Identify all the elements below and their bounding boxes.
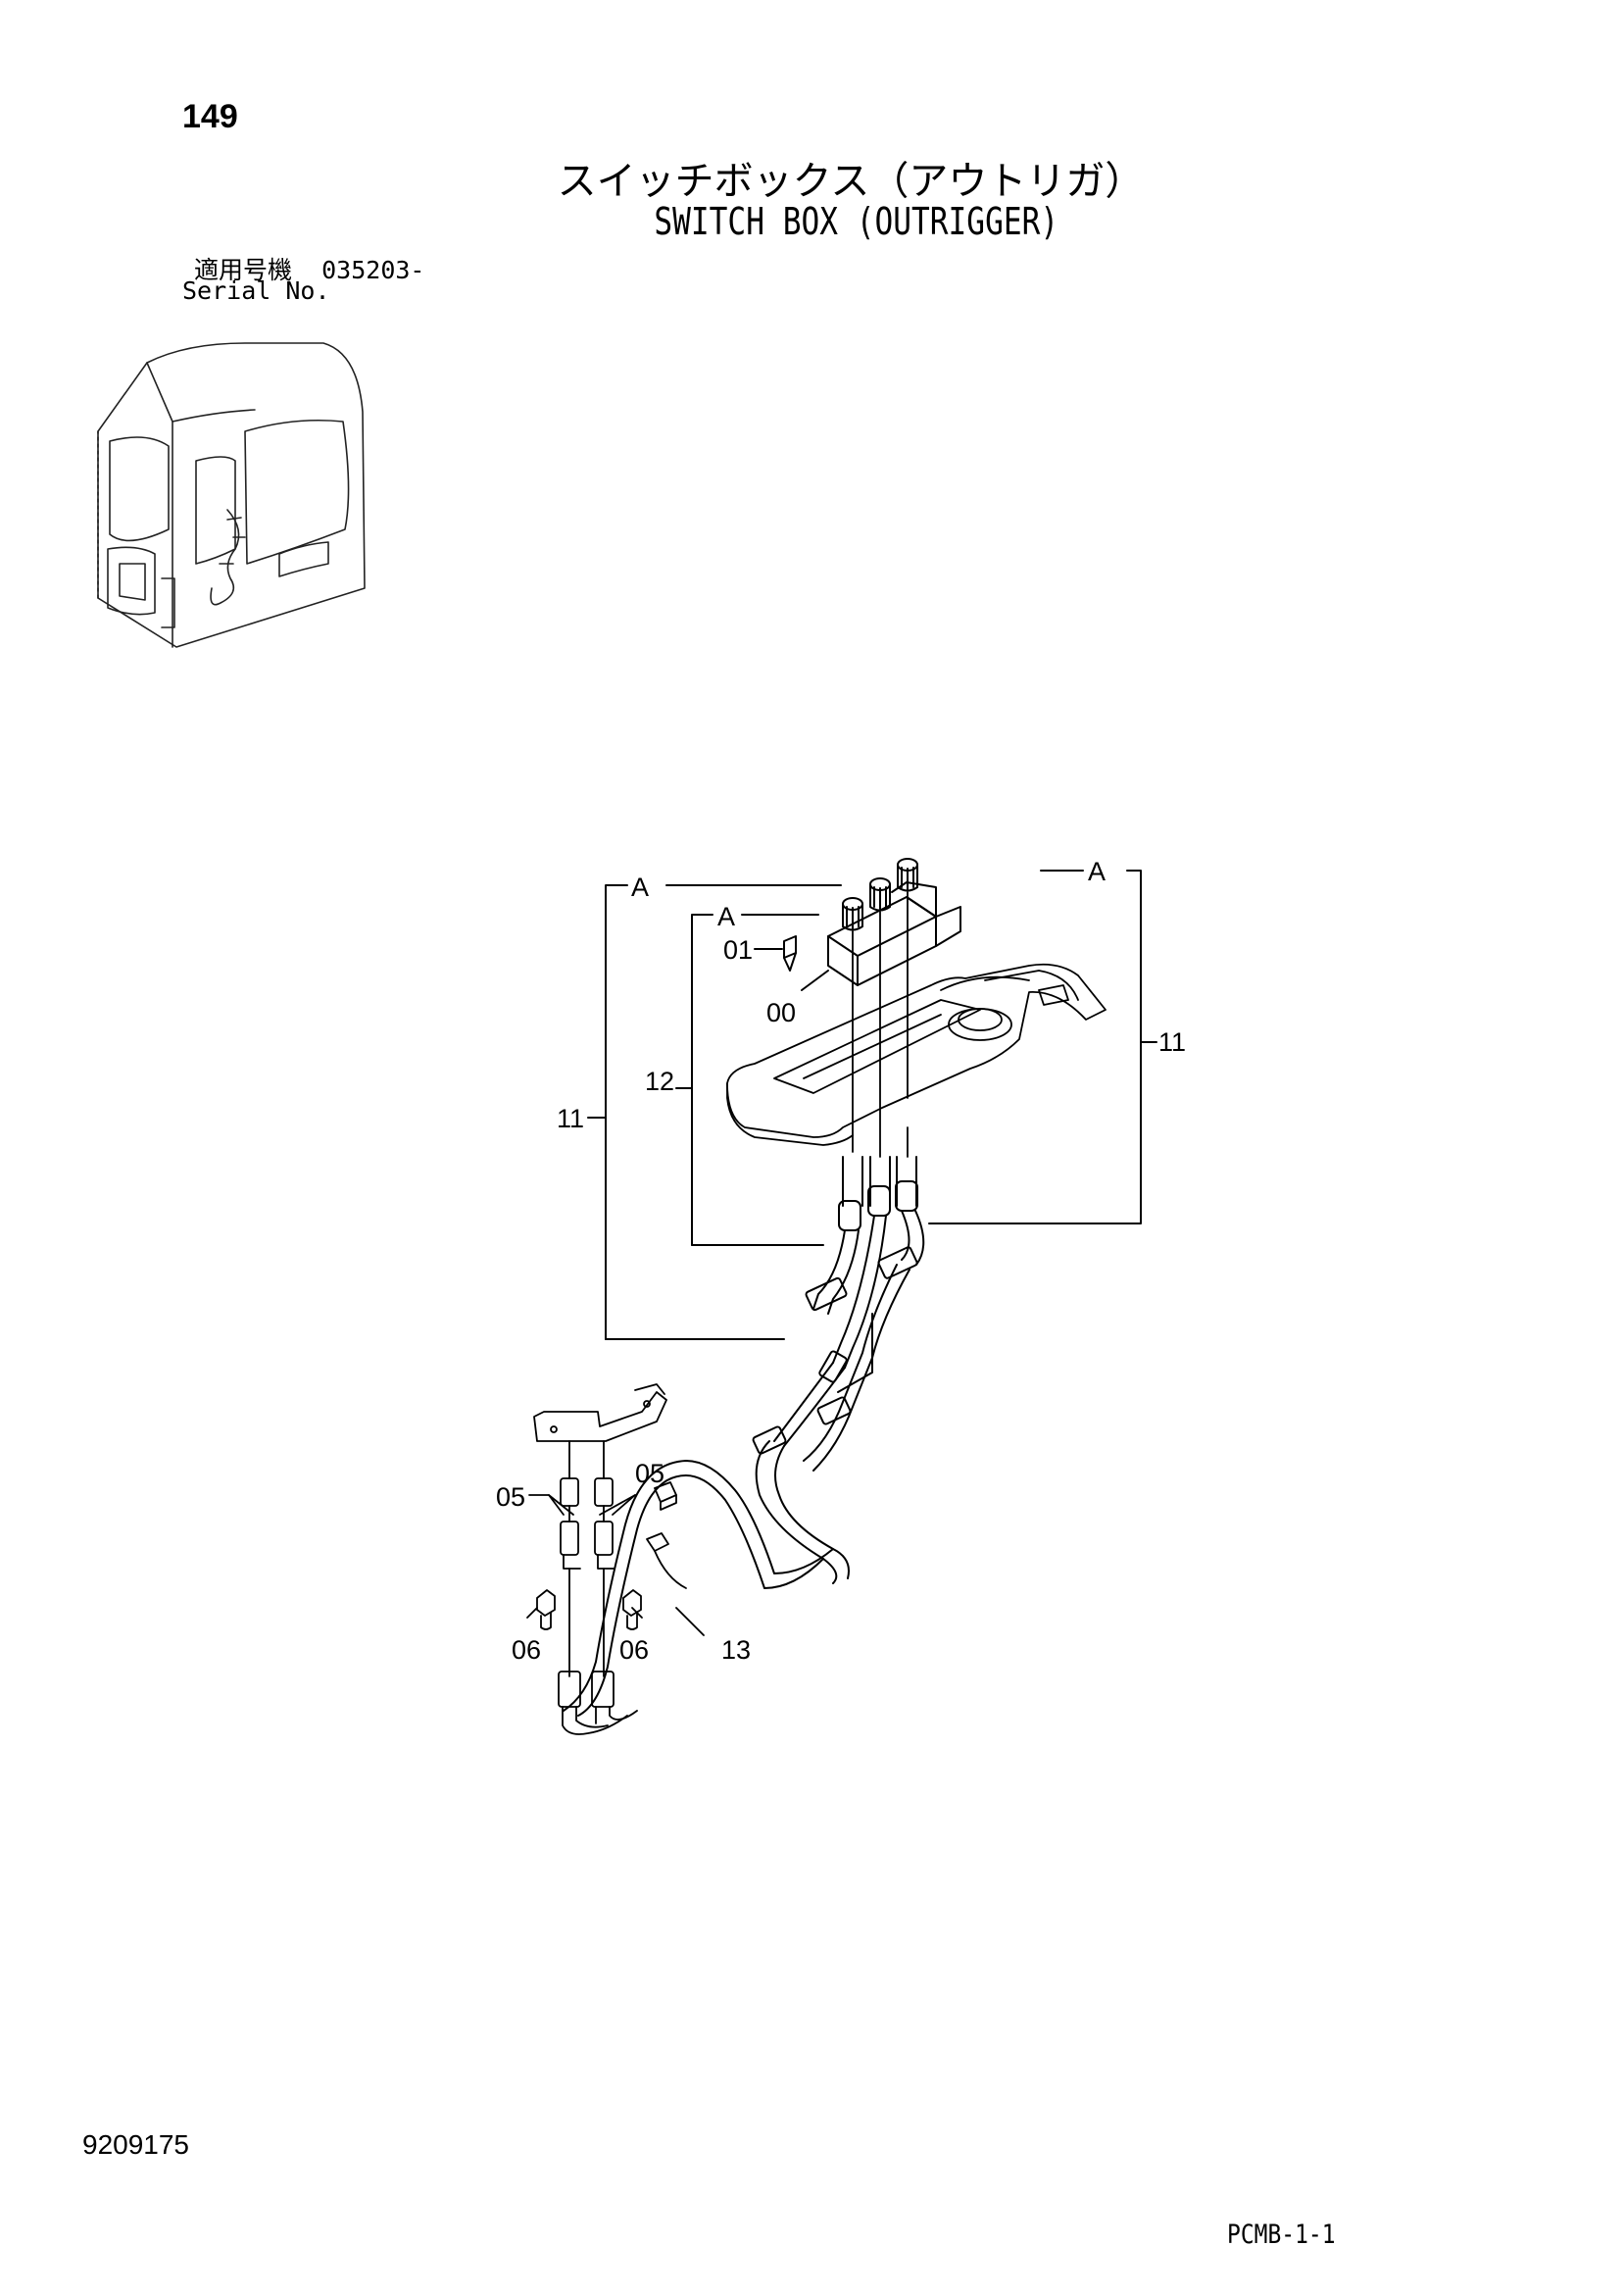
bracket-leader-lines — [587, 870, 1157, 1340]
console-panel — [726, 891, 1107, 1158]
relay-bracket-assembly — [526, 1383, 705, 1735]
serial-value: 035203- — [321, 256, 425, 284]
callout-a-inner: A — [717, 902, 735, 931]
serial-label-japanese: 適用号機 — [194, 256, 293, 284]
switch-knob-3-icon — [897, 858, 918, 892]
callout-13: 13 — [721, 1635, 751, 1665]
page-title-japanese: スイッチボックス（アウトリガ） — [557, 159, 1145, 204]
serial-applicability-row: 適用号機 035203- — [194, 251, 424, 286]
page-code: PCMB-1-1 — [1227, 2220, 1336, 2250]
leader-06-right — [631, 1607, 643, 1619]
leader-13 — [675, 1607, 705, 1636]
callout-00: 00 — [766, 998, 796, 1027]
leader-05-right-a — [612, 1494, 636, 1516]
page-title-english: SWITCH BOX (OUTRIGGER) — [654, 200, 1059, 243]
leader-05-left-b — [548, 1494, 574, 1516]
nut-06-left-icon — [536, 1589, 556, 1630]
nut-06-right-icon — [622, 1589, 642, 1630]
callout-06-right: 06 — [619, 1635, 649, 1665]
callout-01: 01 — [723, 935, 753, 965]
switch-knob-2-icon — [869, 877, 891, 912]
callout-labels: A A A 01 00 11 11 12 05 05 06 06 13 — [496, 857, 1186, 1665]
serial-label-english: Serial No. — [182, 276, 330, 305]
page-number: 149 — [182, 98, 238, 135]
leader-05-right-b — [599, 1494, 636, 1516]
leader-00 — [801, 970, 829, 991]
cab-locator-thumbnail — [97, 342, 366, 648]
switch-harness — [563, 1156, 925, 1717]
callout-05-right: 05 — [635, 1459, 664, 1488]
callout-06-left: 06 — [512, 1635, 541, 1665]
callout-12: 12 — [645, 1067, 674, 1096]
callout-05-left: 05 — [496, 1482, 525, 1512]
callout-11-right: 11 — [1158, 1027, 1186, 1057]
callout-11-left: 11 — [557, 1104, 584, 1133]
switch-box-assembly — [754, 858, 961, 991]
screw-01-icon — [783, 935, 797, 972]
callout-a-right: A — [1088, 857, 1106, 886]
document-number: 9209175 — [82, 2129, 190, 2160]
switch-knob-1-icon — [842, 897, 863, 931]
leader-06-left — [526, 1607, 538, 1619]
leader-05-left-a — [528, 1494, 565, 1516]
callout-a-left: A — [631, 873, 649, 902]
